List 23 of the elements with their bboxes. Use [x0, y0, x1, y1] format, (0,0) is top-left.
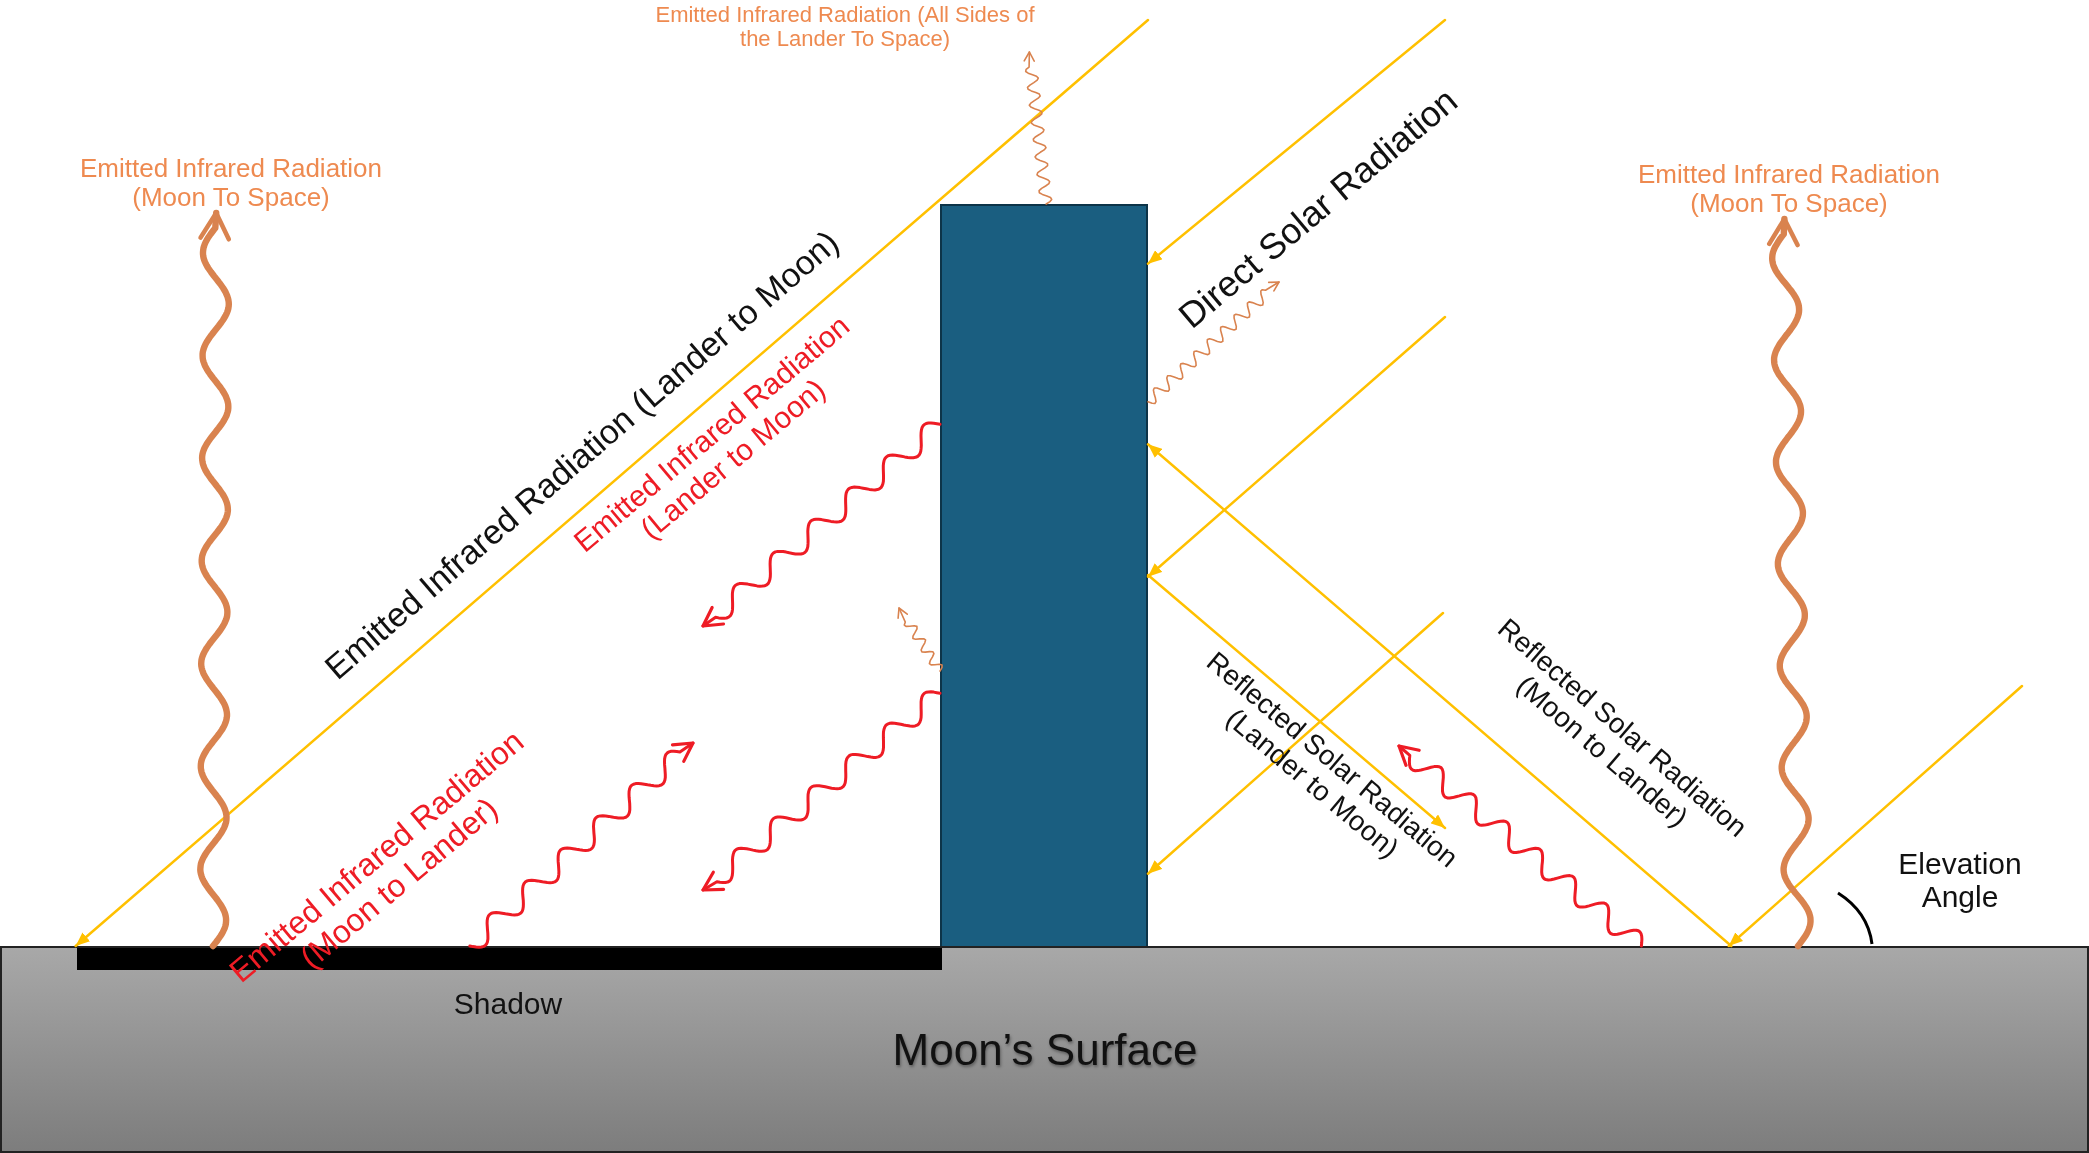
arrow: [1146, 18, 1447, 265]
wavy-arrow: [701, 421, 942, 628]
wavy-arrow: [1766, 215, 1814, 950]
surface-label: Moon’s Surface: [892, 1025, 1198, 1075]
angle-label: Elevation Angle: [1897, 847, 2023, 913]
arrow: [1146, 315, 1447, 578]
wavy-arrow: [468, 741, 695, 949]
arrow: [1146, 611, 1445, 875]
arrow: [1727, 684, 2024, 948]
radiation-label: Emitted Infrared Radiation (Moon To Space): [1636, 160, 1941, 218]
arrow: [1146, 573, 1447, 830]
shadow-label: Shadow: [453, 987, 563, 1021]
wavy-arrow: [1023, 51, 1053, 205]
wavy-arrow: [1397, 744, 1644, 948]
radiation-label: Emitted Infrared Radiation (All Sides of the Lander To Space): [655, 2, 1035, 52]
wavy-arrow: [197, 209, 232, 950]
arrow: [1146, 443, 1733, 948]
wavy-arrow: [897, 607, 943, 672]
wavy-arrow: [1147, 281, 1280, 405]
arrow: [74, 18, 1150, 948]
wavy-arrow: [701, 690, 942, 892]
lander-block: [940, 204, 1148, 948]
radiation-label: Emitted Infrared Radiation (Moon To Space): [78, 154, 383, 212]
